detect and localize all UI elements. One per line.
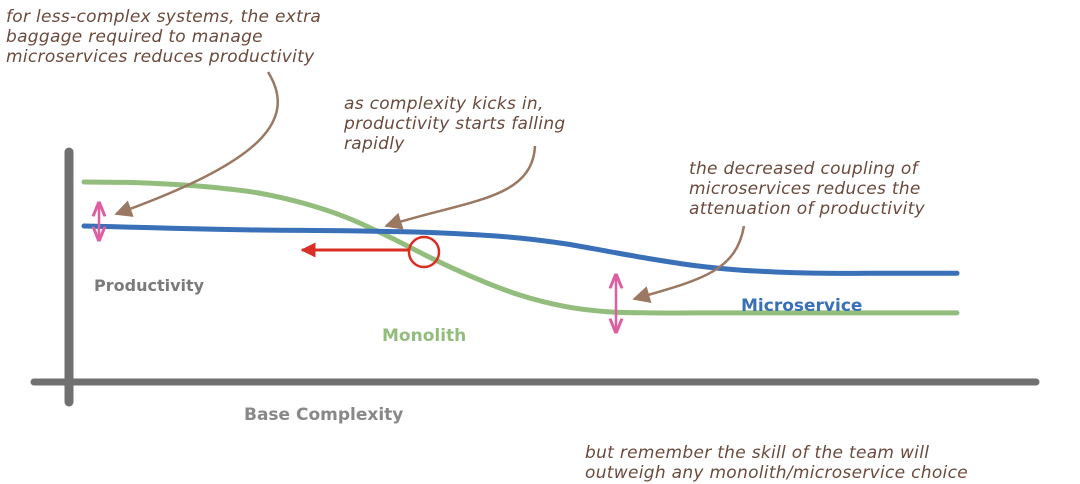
series-label-microservice: Microservice xyxy=(741,296,862,316)
annotation-line: attenuation of productivity xyxy=(689,199,926,219)
series-line-microservice xyxy=(81,223,960,276)
annotation-middle: as complexity kicks in, productivity sta… xyxy=(343,94,566,154)
series-label-monolith: Monolith xyxy=(382,326,466,346)
y-axis-label: Productivity xyxy=(94,276,205,295)
annotation-line: as complexity kicks in, xyxy=(344,94,544,114)
annotation-arrow-right xyxy=(632,225,746,304)
x-axis-label: Base Complexity xyxy=(244,405,403,425)
annotation-line: productivity starts falling xyxy=(343,114,566,134)
annotation-right: the decreased coupling of microservices … xyxy=(689,159,926,219)
annotation-line: rapidly xyxy=(344,134,405,154)
annotation-arrow-middle xyxy=(384,145,537,230)
annotation-line: for less-complex systems, the extra xyxy=(6,7,321,27)
annotation-bottom: but remember the skill of the team will … xyxy=(585,443,968,483)
annotation-line: the decreased coupling of xyxy=(689,159,921,179)
annotation-line: outweigh any monolith/microservice choic… xyxy=(585,463,968,483)
annotation-line: microservices reduces productivity xyxy=(6,47,315,67)
annotation-top-left: for less-complex systems, the extra bagg… xyxy=(6,7,321,67)
series-line-monolith xyxy=(81,179,960,316)
crossover-circle xyxy=(407,235,441,269)
annotation-line: baggage required to manage xyxy=(6,27,263,47)
annotation-line: but remember the skill of the team will xyxy=(585,443,929,463)
annotation-line: microservices reduces the xyxy=(689,179,921,199)
annotation-arrow-top-left xyxy=(114,71,279,217)
